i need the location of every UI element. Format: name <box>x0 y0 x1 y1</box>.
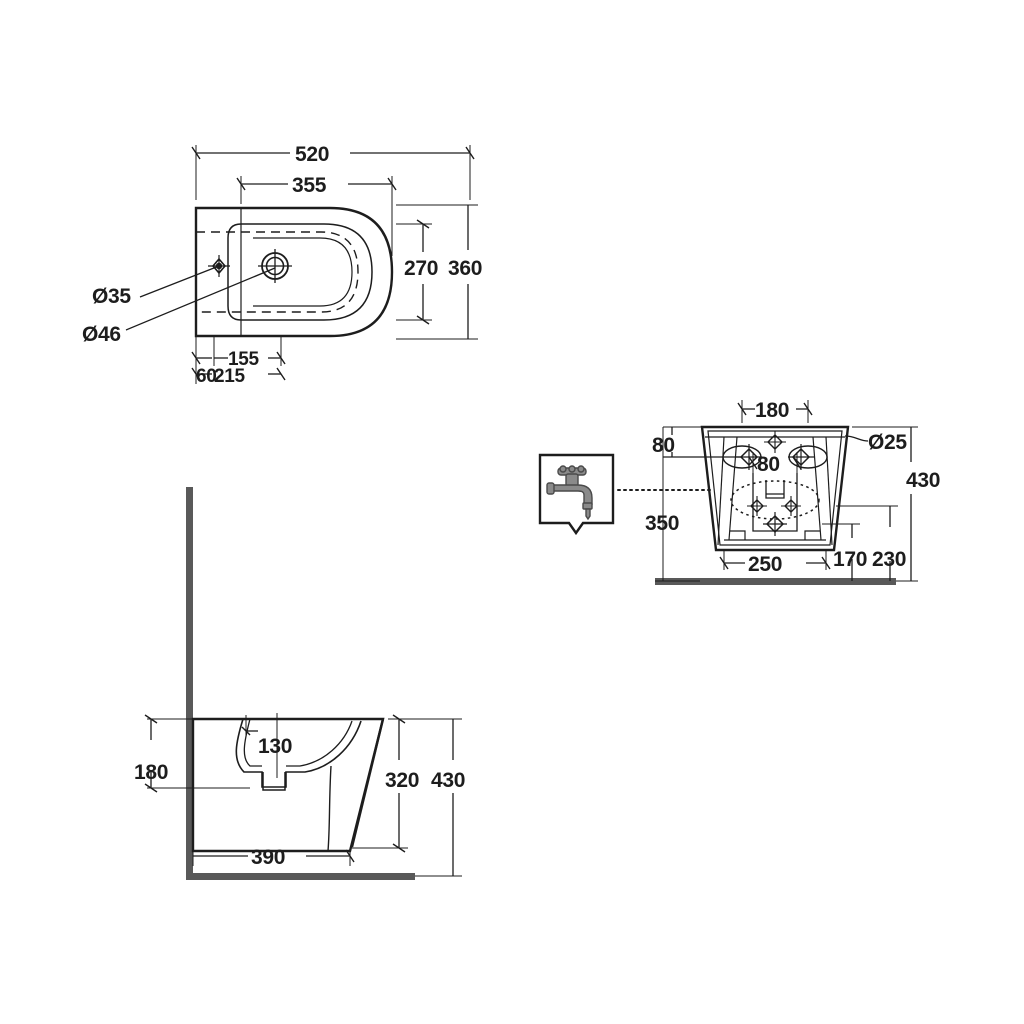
front-dim-250: 250 <box>719 550 831 576</box>
plan-dim-155-label: 155 <box>228 349 260 370</box>
side-dim-320: 320 <box>352 714 419 853</box>
front-leader-dia25 <box>844 435 869 442</box>
front-bowl-dotted-ellipse <box>730 480 820 520</box>
plan-dim-270: 270 <box>396 219 438 325</box>
side-floor <box>186 873 415 880</box>
front-dim-80-center-label: 80 <box>757 453 780 476</box>
front-dim-80-center: 80 <box>748 452 802 478</box>
front-callout-dia25: Ø25 <box>868 431 907 454</box>
plan-dim-520-label: 520 <box>295 143 329 166</box>
side-wall <box>186 487 193 880</box>
plan-dim-60-label: 60 <box>196 366 217 387</box>
side-dim-130: 130 <box>241 713 292 778</box>
plan-dim-520: 520 <box>191 143 475 200</box>
front-dim-430: 430 <box>852 426 940 582</box>
side-dim-430-label: 430 <box>431 769 465 792</box>
front-dim-230: 230 <box>836 505 906 581</box>
front-dim-250-label: 250 <box>748 553 782 576</box>
plan-dim-355-label: 355 <box>292 174 327 197</box>
front-outlet-box <box>765 480 785 499</box>
plan-callout-dia46: Ø46 <box>82 323 121 346</box>
plan-bowl-dashed <box>196 231 359 313</box>
front-dim-180-label: 180 <box>755 399 789 422</box>
faucet-icon <box>546 465 593 521</box>
side-dim-390: 390 <box>192 846 355 869</box>
plan-callout-dia35: Ø35 <box>92 285 131 308</box>
plan-dim-360: 360 <box>396 204 482 340</box>
front-center-hole-top <box>764 431 786 453</box>
front-bolt-hole-right <box>788 444 814 470</box>
plan-dim-155: 155 <box>213 336 286 370</box>
side-bowl-profile <box>235 718 362 788</box>
plan-bowl-inner-ring <box>253 237 353 307</box>
side-view: 130 180 320 430 <box>134 487 465 880</box>
front-hole-mid-right <box>781 496 801 516</box>
side-dim-320-label: 320 <box>385 769 419 792</box>
front-dim-180: 180 <box>737 399 813 423</box>
faucet-badge[interactable] <box>538 453 615 536</box>
front-floor <box>655 578 896 585</box>
plan-bowl-outline <box>227 223 373 321</box>
plan-dim-215: 215 <box>191 366 286 387</box>
plan-hole-large <box>258 249 292 283</box>
front-foot-left <box>730 530 746 540</box>
front-hole-bottom-center <box>763 512 787 536</box>
side-bowl-profile-inner <box>243 718 262 767</box>
front-dim-170-label: 170 <box>833 548 867 571</box>
plan-view: Ø35 Ø46 520 355 <box>82 143 482 387</box>
front-dim-80-top-label: 80 <box>652 434 675 457</box>
plan-dim-355: 355 <box>236 174 397 256</box>
front-dim-230-label: 230 <box>872 548 906 571</box>
plan-leader-dia35 <box>139 265 220 298</box>
front-body-outline <box>700 425 850 552</box>
plan-dim-360-label: 360 <box>448 257 482 280</box>
front-dim-350-label: 350 <box>645 512 679 535</box>
front-left-panel-line-2 <box>728 436 738 541</box>
front-body-inner-outline <box>707 430 843 546</box>
side-bowl-rim-inner <box>286 720 353 767</box>
plan-dim-215-label: 215 <box>214 366 246 387</box>
side-drain-outlet <box>262 772 286 791</box>
plan-leader-dia46 <box>125 267 276 331</box>
front-dim-350: 350 <box>645 427 700 582</box>
side-body-front-edge <box>350 718 385 848</box>
side-internal-edge <box>327 765 332 852</box>
plan-outer-outline <box>194 206 394 338</box>
side-dim-430: 430 <box>388 718 465 877</box>
front-dim-80-top: 80 <box>652 426 742 458</box>
side-dim-390-label: 390 <box>251 846 285 869</box>
front-right-panel-line-2 <box>812 436 822 541</box>
side-dim-180: 180 <box>134 714 250 793</box>
front-view: 180 80 80 350 <box>538 399 940 585</box>
front-dim-430-label: 430 <box>906 469 940 492</box>
side-dim-130-label: 130 <box>258 735 292 758</box>
front-hole-mid-left <box>747 496 767 516</box>
plan-dim-60: 60 <box>191 336 217 387</box>
front-foot-right <box>804 530 820 540</box>
front-dim-170: 170 <box>822 523 867 581</box>
plan-dim-270-label: 270 <box>404 257 438 280</box>
side-dim-180-label: 180 <box>134 761 168 784</box>
